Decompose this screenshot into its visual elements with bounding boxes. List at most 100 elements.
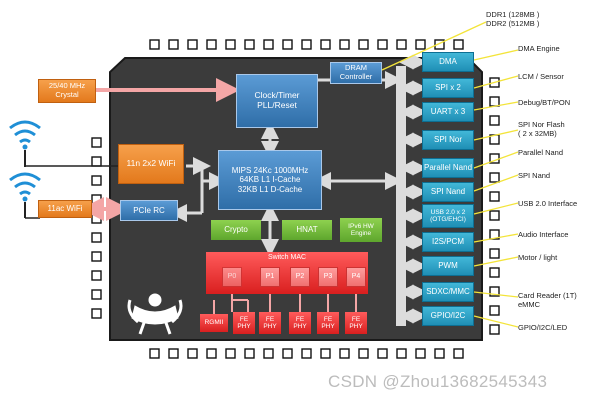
switch-mac-block: Switch MAC [206,252,368,294]
ipv6-engine-block: IPv6 HW Engine [340,218,382,242]
chip-pin [225,348,236,359]
chip-pin [358,39,369,50]
callout-line [473,291,519,298]
parallel-nand-label: Parallel Nand [518,148,564,157]
hnat-block: HNAT [282,220,332,240]
chip-pin [244,348,255,359]
fe-phy-3: FE PHY [317,312,339,334]
callout-line [473,174,519,192]
chip-pin [91,308,102,319]
dram-controller-block: DRAM Controller [330,62,382,84]
usb-interface-label: USB 2.0 Interface [518,199,578,208]
chip-pin [396,39,407,50]
peripheral-usb-2-0-x-2-otg-ehci: USB 2.0 x 2 (OTG/EHCI) [422,204,474,228]
chip-pin [263,39,274,50]
clock-timer-block: Clock/Timer PLL/Reset [236,74,318,128]
chip-pin [187,348,198,359]
switch-mac-title: Switch MAC [267,254,307,261]
gpio-i2c-led-label: GPIO/I2C/LED [518,323,568,332]
callout-line [473,256,519,267]
lcm-sensor-label: LCM / Sensor [518,72,564,81]
wifi-icon [9,172,41,218]
ddr-label: DDR1 (128MB ) DDR2 (512MB ) [486,10,540,28]
chip-pin [358,348,369,359]
dma-engine-label: DMA Engine [518,44,560,53]
wifi-11ac-box: 11ac WiFi [38,200,92,218]
chip-pin [339,348,350,359]
audio-interface-label: Audio Interface [518,230,569,239]
chip-pin [91,156,102,167]
fe-phy-2: FE PHY [289,312,311,334]
chip-pin [320,348,331,359]
chip-pin [489,96,500,107]
callout-line [473,129,519,141]
chip-pin [489,172,500,183]
crystal-box: 25/40 MHz Crystal [38,79,96,103]
peripheral-parallel-nand: Parallel Nand [422,158,474,178]
peripheral-spi-nand: SPI Nand [422,182,474,202]
motor-light-label: Motor / light [518,253,558,262]
chip-pin [225,39,236,50]
chip-pin [320,39,331,50]
chip-pin [489,115,500,126]
peripheral-i2s-pcm: I2S/PCM [422,232,474,252]
chip-pin [91,213,102,224]
peripheral-uart-x-3: UART x 3 [422,102,474,122]
callout-line [473,75,519,89]
callout-line [473,202,519,215]
peripheral-spi-x-2: SPI x 2 [422,78,474,98]
chip-pin [187,39,198,50]
cpu-block: MIPS 24Kc 1000MHz 64KB L1 I-Cache 32KB L… [218,150,322,210]
wifi-icon [9,120,41,167]
switch-port-p0: P0 [222,267,242,287]
chip-pin [489,248,500,259]
chip-pin [149,348,160,359]
chip-pins [91,39,500,359]
crypto-block: Crypto [211,220,261,240]
vendor-logo [127,293,183,335]
callout-line [473,315,519,328]
switch-port-p3: P3 [318,267,338,287]
chip-pin [282,348,293,359]
chip-pin [91,137,102,148]
chip-pin [91,194,102,205]
callout-line [473,49,519,61]
pcie-rc-block: PCIe RC [120,200,178,221]
chip-pin [396,348,407,359]
chip-pin [489,324,500,335]
chip-pin [263,348,274,359]
watermark: CSDN @Zhou13682545343 [328,372,548,391]
callout-line [473,101,519,111]
chip-pin [91,232,102,243]
chip-pin [377,39,388,50]
peripheral-pwm: PWM [422,256,474,276]
spi-nor-flash-label: SPI Nor Flash ( 2 x 32MB) [518,120,565,138]
chip-pin [91,251,102,262]
peripheral-dma: DMA [422,52,474,72]
chip-pin [91,289,102,300]
switch-port-p4: P4 [346,267,366,287]
fe-phy-0: FE PHY [233,312,255,334]
fe-phy-1: FE PHY [259,312,281,334]
chip-pin [415,39,426,50]
switch-port-p1: P1 [260,267,280,287]
wifi-11n-block: 11n 2x2 WiFi [118,144,184,184]
chip-pin [489,191,500,202]
chip-pin [244,39,255,50]
callout-line [473,151,519,169]
switch-port-p2: P2 [290,267,310,287]
debug-label: Debug/BT/PON [518,98,571,107]
callout-line [381,21,487,71]
spi-nand-label: SPI Nand [518,171,551,180]
chip-pin [489,305,500,316]
chip-pin [282,39,293,50]
chip-pin [453,39,464,50]
chip-pin [489,267,500,278]
chip-pin [377,348,388,359]
chip-pin [301,348,312,359]
chip-pin [489,229,500,240]
chip-pin [453,348,464,359]
peripheral-sdxc-mmc: SDXC/MMC [422,282,474,302]
chip-pin [206,39,217,50]
